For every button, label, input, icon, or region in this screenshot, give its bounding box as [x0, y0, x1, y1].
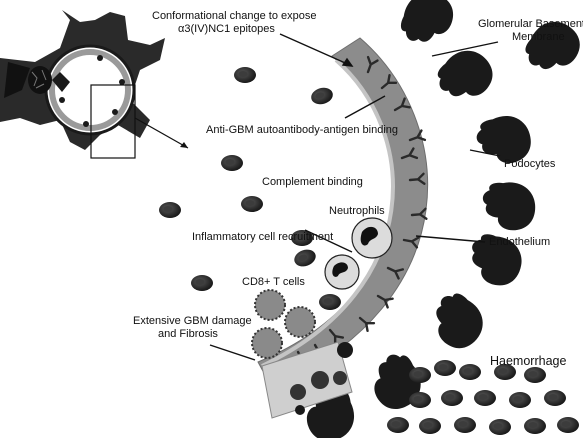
- label-anti-gbm: Anti-GBM autoantibody-antigen binding: [206, 124, 399, 136]
- label-podocytes: Podocytes: [504, 158, 556, 170]
- label-neutrophils: Neutrophils: [329, 205, 385, 217]
- haemorrhage-cells: [387, 360, 579, 435]
- label-haemorrhage: Haemorrhage: [490, 354, 567, 368]
- glomerulus-cross-section: [0, 10, 189, 159]
- fibrosis-region: [261, 341, 353, 419]
- label-epitopes: α3(IV)NC1 epitopes: [178, 23, 275, 35]
- label-inflammatory: Inflammatory cell recruitment: [192, 231, 334, 243]
- label-endothelium: Endothelium: [489, 236, 551, 248]
- leader-lines: [209, 33, 501, 361]
- label-fibrosis: and Fibrosis: [158, 328, 218, 340]
- label-gbm-line1: Glomerular Basement: [478, 18, 583, 30]
- label-extensive: Extensive GBM damage: [133, 315, 252, 327]
- label-complement: Complement binding: [262, 176, 363, 188]
- label-gbm-line2: Membrane: [512, 31, 565, 43]
- label-cd8: CD8+ T cells: [242, 276, 305, 288]
- neutrophils: [324, 217, 393, 290]
- cd8-t-cells: [251, 289, 316, 359]
- label-conformational-line1: Conformational change to expose: [152, 10, 317, 22]
